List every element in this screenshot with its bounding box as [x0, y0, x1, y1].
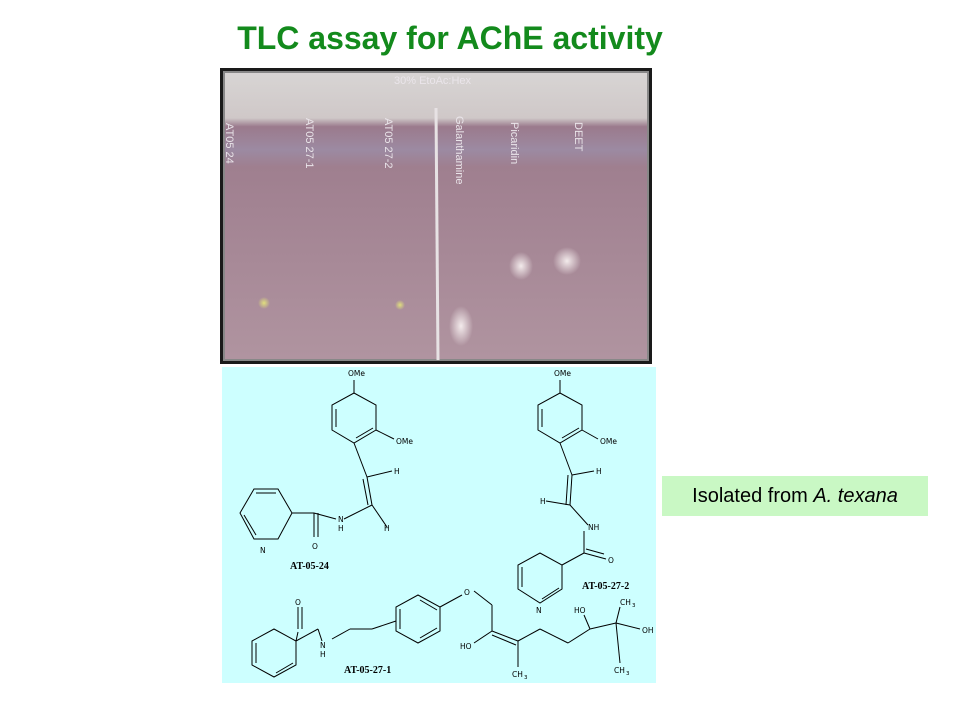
spot-at05-27-2 — [395, 300, 405, 310]
svg-text:H: H — [320, 650, 326, 659]
spot-picaridin — [509, 252, 533, 280]
svg-text:CH: CH — [620, 598, 631, 607]
svg-text:OMe: OMe — [396, 437, 413, 446]
solvent-label: 30% EtoAc:Hex — [394, 75, 472, 87]
structure-at-05-24 — [239, 380, 395, 540]
lane-label-galanthamine: Galanthamine — [453, 116, 465, 185]
label-at-05-27-1: AT-05-27-1 — [344, 665, 391, 676]
svg-text:CH: CH — [512, 670, 523, 679]
spot-at05-24 — [258, 297, 270, 309]
label-at-05-27-2: AT-05-27-2 — [582, 581, 629, 592]
lane-label-at05-27-2: AT05 27-2 — [382, 118, 394, 169]
svg-text:H: H — [394, 467, 400, 476]
svg-text:CH: CH — [614, 666, 625, 675]
svg-text:HO: HO — [460, 642, 472, 651]
svg-text:O: O — [608, 556, 614, 565]
spot-deet — [553, 247, 581, 275]
source-callout: Isolated from A. texana — [662, 476, 928, 516]
svg-text:HO: HO — [574, 606, 586, 615]
svg-text:H: H — [384, 524, 390, 533]
lane-label-at05-27-1: AT05 27-1 — [303, 118, 315, 169]
svg-text:OMe: OMe — [600, 437, 617, 446]
svg-text:O: O — [464, 588, 470, 597]
svg-text:H: H — [540, 497, 546, 506]
spot-galanthamine — [449, 306, 473, 346]
svg-text:N: N — [320, 641, 326, 650]
slide-title: TLC assay for AChE activity — [237, 20, 663, 56]
svg-text:O: O — [312, 542, 318, 551]
structure-at-05-27-1 — [251, 590, 641, 678]
svg-text:3: 3 — [626, 671, 630, 677]
svg-text:O: O — [295, 598, 301, 607]
svg-text:3: 3 — [524, 675, 528, 681]
callout-prefix: Isolated from — [692, 484, 814, 507]
plate-divider — [434, 107, 440, 361]
label-at-05-24: AT-05-24 — [290, 561, 329, 572]
svg-text:H: H — [596, 467, 602, 476]
svg-text:3: 3 — [632, 603, 636, 609]
svg-text:NH: NH — [588, 523, 599, 532]
structures-drawing: OMe OMe H H N H O N AT-05-24 — [239, 369, 654, 681]
svg-text:OMe: OMe — [554, 369, 571, 378]
callout-species: A. texana — [813, 484, 898, 507]
svg-text:N: N — [536, 606, 542, 615]
svg-text:OH: OH — [642, 626, 654, 635]
svg-text:OMe: OMe — [348, 369, 365, 378]
lane-label-at05-24: AT05 24 — [223, 123, 235, 164]
lane-label-picaridin: Picaridin — [508, 122, 520, 164]
chemical-structures-panel: OMe OMe H H N H O N AT-05-24 — [222, 367, 656, 683]
svg-text:H: H — [338, 524, 344, 533]
svg-text:N: N — [260, 546, 266, 555]
lane-label-deet: DEET — [572, 122, 584, 152]
tlc-plate-drawing: 30% EtoAc:Hex AT05 24 AT05 27-1 AT05 27-… — [223, 71, 649, 361]
structure-at-05-27-2 — [517, 380, 607, 604]
svg-text:N: N — [338, 515, 344, 524]
tlc-plate-photo: 30% EtoAc:Hex AT05 24 AT05 27-1 AT05 27-… — [220, 68, 652, 364]
